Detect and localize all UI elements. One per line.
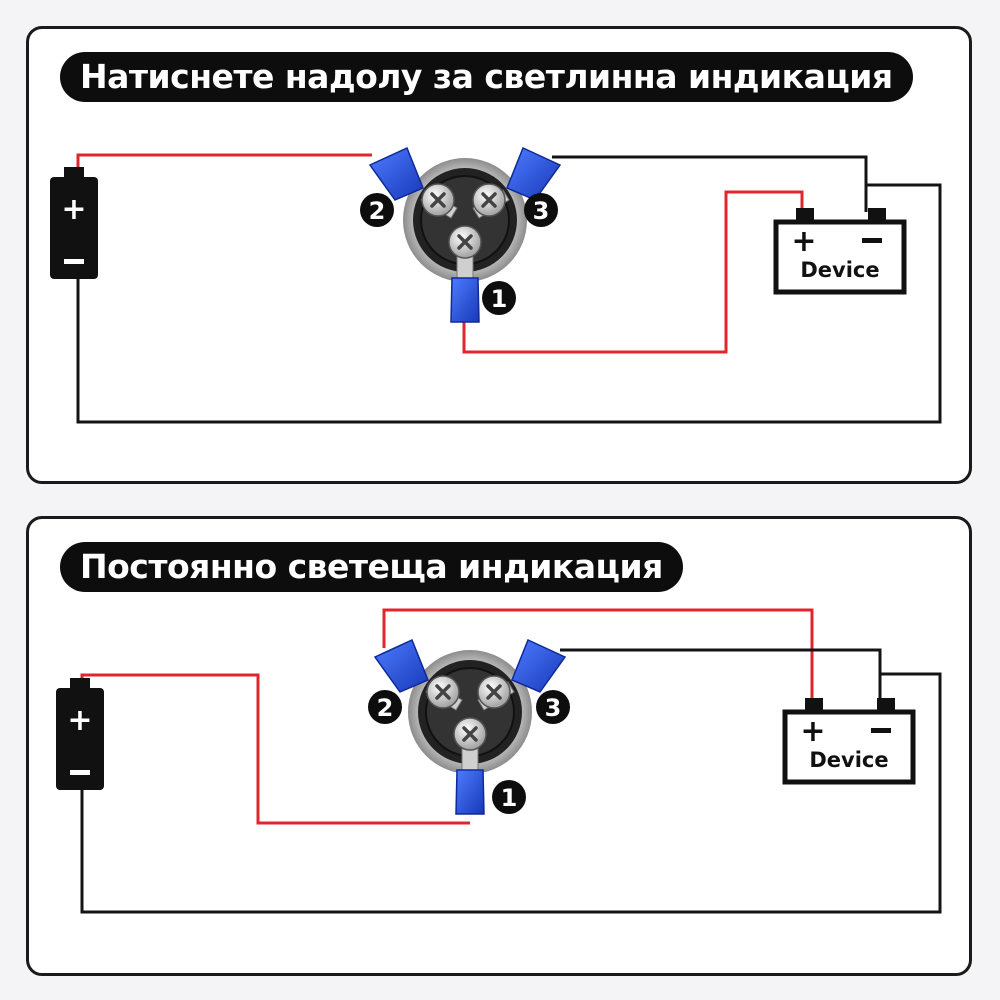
crimp-terminal-3 (506, 146, 562, 201)
panel-title-momentary: Натиснете надолу за светлинна индикация (60, 52, 913, 102)
device-plus-sign: + (791, 224, 816, 259)
device-label: Device (800, 258, 879, 282)
wire-battery-minus-return (80, 672, 942, 914)
battery-plus-sign: + (67, 703, 92, 738)
wire-battery-plus-to-terminal-2 (76, 153, 372, 170)
svg-text:1: 1 (491, 285, 508, 313)
screw-icon (476, 674, 512, 710)
battery-icon: + (56, 678, 104, 790)
crimp-terminal-1 (450, 277, 480, 323)
svg-text:2: 2 (377, 694, 394, 722)
terminal-3-badge: 3 (524, 193, 558, 227)
wire-terminal-3-to-device-minus (552, 155, 868, 212)
crimp-terminal-1 (455, 769, 485, 815)
svg-text:3: 3 (545, 694, 562, 722)
crimp-terminal-3 (511, 638, 567, 693)
circuit-momentary: + 2 3 1 (50, 146, 942, 424)
circuit-constant: + 2 3 1 (56, 608, 942, 914)
svg-text:2: 2 (369, 197, 386, 225)
wire-terminal-2-to-device-plus (382, 608, 814, 700)
device-minus-sign (871, 728, 891, 733)
switch-terminals-momentary (368, 146, 562, 323)
device-box: + Device (776, 208, 904, 292)
screw-icon (425, 674, 461, 710)
terminal-2-badge: 2 (368, 690, 402, 724)
terminal-2-badge: 2 (360, 193, 394, 227)
screw-icon (447, 224, 483, 260)
screw-icon (452, 716, 488, 752)
device-plus-sign: + (800, 714, 825, 749)
terminal-3-badge: 3 (536, 690, 570, 724)
screw-icon (471, 182, 507, 218)
svg-text:3: 3 (533, 197, 550, 225)
battery-icon: + (50, 167, 98, 279)
terminal-1-badge: 1 (482, 281, 516, 315)
device-minus-sign (862, 238, 882, 243)
crimp-terminal-2 (368, 146, 424, 201)
battery-minus-sign (64, 259, 84, 264)
terminal-1-badge: 1 (492, 780, 526, 814)
wire-terminal-1-to-device-plus (462, 190, 804, 354)
wire-battery-minus-return (76, 183, 942, 424)
switch-terminals-constant (373, 638, 567, 815)
svg-text:1: 1 (501, 784, 518, 812)
wire-terminal-3-to-device-minus (560, 648, 882, 700)
screw-icon (420, 182, 456, 218)
crimp-terminal-2 (373, 638, 429, 693)
device-label: Device (809, 748, 888, 772)
battery-plus-sign: + (61, 192, 86, 227)
wire-battery-plus-to-terminal-1 (80, 673, 470, 825)
panel-title-constant: Постоянно светеща индикация (60, 542, 683, 592)
battery-minus-sign (70, 770, 90, 775)
device-box: + Device (785, 698, 913, 782)
